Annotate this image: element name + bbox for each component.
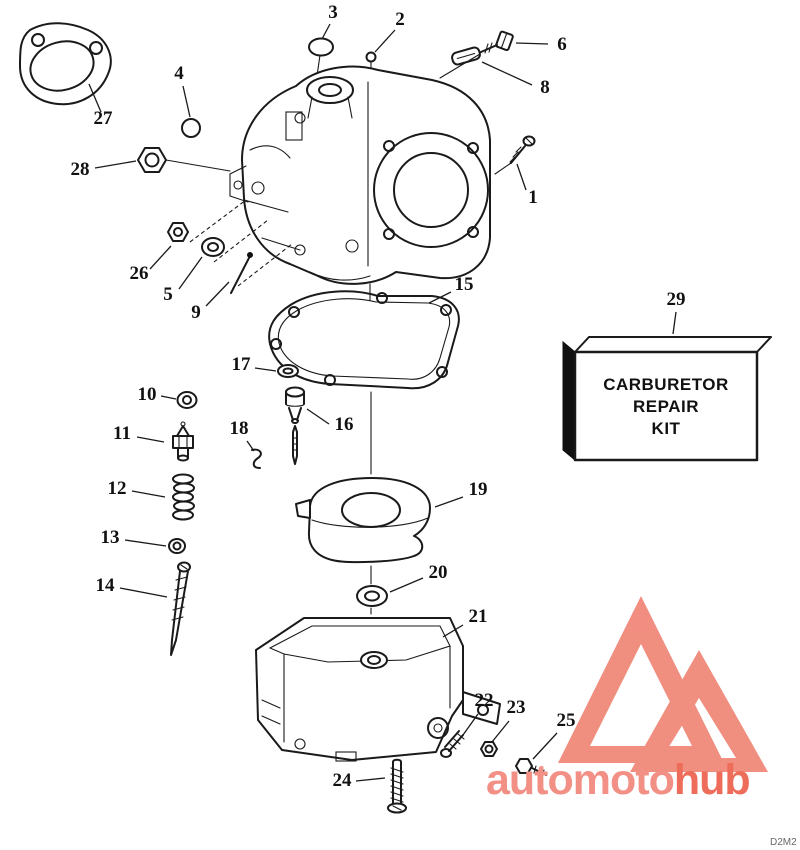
- repair-kit-line-1: CARBURETOR: [603, 375, 729, 394]
- leader-line-21: [442, 624, 464, 638]
- callout-16: 16: [335, 414, 354, 435]
- leader-line-12: [131, 490, 166, 498]
- leader-line-9: [205, 281, 230, 307]
- part-plug-4: [181, 118, 201, 138]
- callout-4: 4: [174, 63, 184, 84]
- callout-18: 18: [230, 418, 249, 439]
- leader-line-26: [149, 245, 172, 270]
- leader-line-27: [88, 83, 102, 113]
- leader-line-3: [321, 23, 331, 40]
- leader-line-4: [182, 85, 191, 118]
- part-plug-3: [308, 37, 334, 57]
- part-nut-26: [167, 222, 189, 242]
- callout-15: 15: [455, 274, 474, 295]
- part-washer-10: [176, 391, 198, 409]
- leader-line-5: [178, 256, 203, 290]
- leader-line-28: [94, 160, 137, 169]
- part-spring-12: [172, 473, 195, 521]
- callout-28: 28: [71, 159, 90, 180]
- watermark-text-hub: hub: [673, 756, 751, 804]
- leader-line-29: [672, 311, 677, 335]
- callout-29: 29: [667, 289, 686, 310]
- callout-27: 27: [94, 108, 114, 129]
- explode-axis: [189, 199, 247, 243]
- part-pin-9: [230, 252, 253, 294]
- leader-line-19: [434, 496, 464, 508]
- callout-22: 22: [475, 690, 494, 711]
- callout-2: 2: [395, 9, 405, 30]
- watermark-text-automoto: automoto: [486, 756, 675, 804]
- watermark-logo-icon: [558, 596, 768, 772]
- leader-line-8: [481, 61, 533, 86]
- callout-24: 24: [333, 770, 353, 791]
- part-screw-22: [440, 730, 465, 758]
- repair-kit-box: CARBURETOR REPAIR KIT: [562, 336, 772, 462]
- part-washer-13: [168, 538, 186, 554]
- part-needle-seat-16: [285, 386, 305, 465]
- part-needle-valve-14: [170, 561, 191, 656]
- callout-21: 21: [469, 606, 488, 627]
- leader-line-25: [532, 732, 558, 760]
- leader-line-16: [306, 408, 330, 425]
- watermark-wordmark: automotohub: [486, 756, 751, 805]
- explode-axis: [237, 243, 293, 287]
- callout-26: 26: [130, 263, 149, 284]
- leader-line-24: [355, 777, 386, 782]
- part-nut-28: [137, 147, 231, 173]
- part-float-bowl-21: [255, 617, 501, 762]
- part-gasket-15: [268, 290, 460, 390]
- explode-axis: [213, 219, 269, 263]
- leader-line-22: [462, 713, 479, 736]
- part-grommet-5: [201, 237, 225, 257]
- callout-10: 10: [138, 384, 157, 405]
- part-screw-1: [494, 135, 536, 175]
- part-ball-2: [365, 51, 377, 63]
- leader-line-23: [491, 720, 510, 743]
- leader-line-10: [160, 395, 177, 400]
- leader-line-14: [119, 587, 168, 598]
- callout-20: 20: [429, 562, 448, 583]
- callout-6: 6: [557, 34, 567, 55]
- callout-14: 14: [96, 575, 116, 596]
- part-bolt-25: [515, 758, 547, 778]
- leader-line-15: [428, 291, 452, 304]
- callout-19: 19: [469, 479, 488, 500]
- callout-12: 12: [108, 478, 127, 499]
- callout-25: 25: [557, 710, 576, 731]
- part-fitting-11: [172, 421, 194, 462]
- leader-line-6: [515, 42, 549, 45]
- callout-8: 8: [540, 77, 550, 98]
- callout-1: 1: [528, 187, 538, 208]
- leader-line-2: [374, 29, 396, 53]
- leader-line-13: [124, 539, 167, 547]
- part-grommet-20: [356, 585, 388, 607]
- part-float-19: [295, 477, 431, 564]
- document-code: D2M2: [770, 837, 797, 848]
- leader-line-18: [246, 440, 255, 452]
- part-screw-6: [480, 30, 514, 54]
- part-flange-gasket-27: [19, 22, 112, 106]
- leader-line-11: [136, 436, 165, 443]
- leader-line-17: [254, 367, 277, 372]
- callout-23: 23: [507, 697, 526, 718]
- leader-line-20: [389, 577, 424, 593]
- callout-11: 11: [113, 423, 131, 444]
- callout-9: 9: [191, 302, 201, 323]
- callout-13: 13: [101, 527, 120, 548]
- callout-3: 3: [328, 2, 338, 23]
- part-nut-23: [480, 741, 498, 757]
- leader-line-1: [516, 163, 527, 191]
- part-washer-17: [277, 364, 299, 378]
- part-pin-8: [451, 46, 481, 66]
- part-clip-18: [251, 448, 262, 469]
- part-bolt-24: [387, 758, 407, 814]
- repair-kit-line-3: KIT: [652, 419, 681, 438]
- callout-5: 5: [163, 284, 173, 305]
- repair-kit-line-2: REPAIR: [633, 397, 699, 416]
- carburetor-body: [229, 65, 491, 285]
- callout-17: 17: [232, 354, 252, 375]
- axis-line: [439, 53, 481, 79]
